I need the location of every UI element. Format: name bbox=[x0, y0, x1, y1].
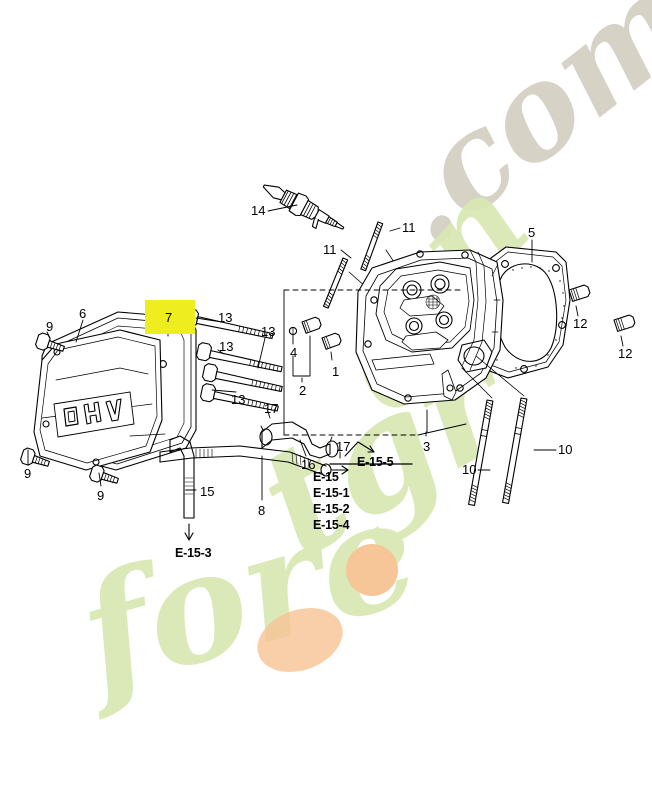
callout-7: 7 bbox=[165, 310, 173, 325]
reference-e-15-3: E-15-3 bbox=[175, 546, 212, 560]
part-valve-guide-1 bbox=[321, 332, 342, 350]
reference-e-15-1: E-15-1 bbox=[313, 486, 350, 500]
callout-10-a: 10 bbox=[462, 462, 477, 477]
callout-16: 16 bbox=[301, 457, 316, 472]
callout-9-b: 9 bbox=[24, 466, 32, 481]
callout-4: 4 bbox=[290, 345, 298, 360]
reference-e-15-2: E-15-2 bbox=[313, 502, 350, 516]
highlight-box-part-7[interactable] bbox=[145, 300, 195, 334]
part-clamp-17-b bbox=[325, 436, 339, 458]
part-stud-11-b bbox=[360, 221, 384, 272]
part-bolt-9-a bbox=[35, 332, 65, 352]
callout-11-a: 11 bbox=[323, 242, 337, 257]
callout-2: 2 bbox=[299, 383, 307, 398]
callout-1: 1 bbox=[332, 364, 340, 379]
callout-13-b: 13 bbox=[219, 339, 234, 354]
callout-17-a: 17 bbox=[264, 401, 279, 416]
part-fuel-hose-8 bbox=[159, 445, 332, 477]
part-valve-guide-2 bbox=[301, 316, 322, 334]
reference-e-15-5: E-15-5 bbox=[357, 455, 394, 469]
part-bolt-9-b bbox=[20, 447, 50, 467]
callout-12-b: 12 bbox=[618, 346, 633, 361]
reference-e-15: E-15 bbox=[313, 470, 339, 484]
callout-6: 6 bbox=[79, 306, 87, 321]
reference-e-15-4: E-15-4 bbox=[313, 518, 350, 532]
callout-10-b: 10 bbox=[558, 442, 573, 457]
part-through-stud-10-b bbox=[502, 397, 528, 504]
callout-17-b: 17 bbox=[336, 439, 351, 454]
callout-9-c: 9 bbox=[97, 488, 105, 503]
callout-13-a: 13 bbox=[218, 310, 233, 325]
part-dowel-pin-12-a bbox=[568, 284, 591, 302]
part-clamp-17-a bbox=[259, 425, 273, 446]
callout-13-c: 13 bbox=[261, 324, 276, 339]
part-bolt-13-b bbox=[195, 342, 283, 373]
callout-14: 14 bbox=[251, 203, 266, 218]
callout-11-b: 11 bbox=[402, 220, 416, 235]
part-through-stud-10-a bbox=[468, 399, 494, 506]
callout-5: 5 bbox=[528, 225, 536, 240]
part-spark-plug bbox=[262, 184, 345, 230]
part-bolt-9-c bbox=[89, 464, 119, 484]
callout-8: 8 bbox=[258, 503, 266, 518]
part-bolt-13-c bbox=[201, 363, 283, 392]
callout-3: 3 bbox=[423, 439, 431, 454]
part-bolt-13-d bbox=[199, 383, 279, 412]
part-cylinder-head-3 bbox=[355, 249, 504, 405]
callout-13-d: 13 bbox=[231, 392, 246, 407]
part-dowel-pin-12-b bbox=[613, 314, 636, 332]
callout-12-a: 12 bbox=[573, 316, 588, 331]
callout-15: 15 bbox=[200, 484, 215, 499]
callout-9-a: 9 bbox=[46, 319, 54, 334]
part-valve-cover-6 bbox=[33, 329, 163, 471]
part-bent-hose-15 bbox=[169, 435, 195, 519]
